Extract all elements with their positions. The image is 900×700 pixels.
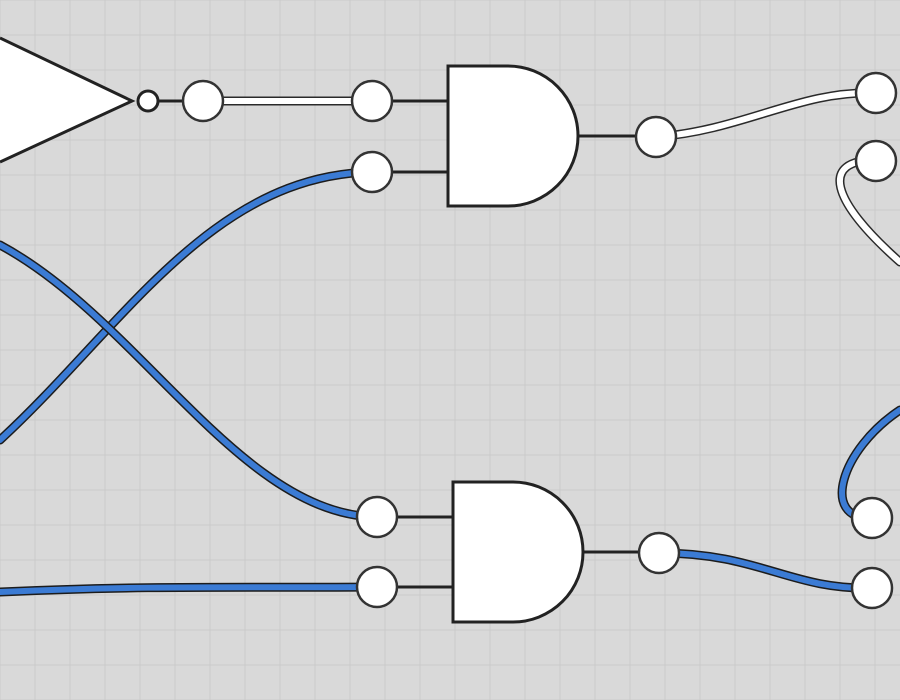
and-gate-2-input-a-pin[interactable]	[355, 495, 399, 539]
right-pin-3[interactable]	[850, 496, 894, 540]
and-gate-2-input-b-pin[interactable]	[355, 565, 399, 609]
and-gate-1-input-b-pin[interactable]	[350, 150, 394, 194]
not-gate[interactable]	[0, 36, 225, 164]
and-gate-2[interactable]	[355, 480, 681, 624]
not-gate-body	[0, 36, 136, 164]
right-edge-pins	[850, 71, 898, 610]
right-pin-4[interactable]	[850, 566, 894, 610]
right-pin-1[interactable]	[854, 71, 898, 115]
and-gate-1-output-pin[interactable]	[634, 115, 678, 159]
wire-and1-out[interactable]	[651, 88, 881, 142]
and-gate-1-input-a-pin[interactable]	[350, 79, 394, 123]
wire-cross-falling[interactable]	[0, 240, 382, 522]
right-pin-2[interactable]	[854, 139, 898, 183]
not-gate-output-pin[interactable]	[181, 79, 225, 123]
and-gate-2-body	[451, 480, 585, 624]
wire-cross-rising[interactable]	[0, 167, 377, 445]
and-gate-1[interactable]	[350, 64, 678, 208]
wires-layer	[0, 88, 900, 597]
and-gate-2-output-pin[interactable]	[637, 531, 681, 575]
wire-input-to-and2-b[interactable]	[0, 582, 382, 597]
wire-and2-out[interactable]	[654, 548, 877, 593]
not-gate-bubble	[136, 89, 160, 113]
and-gate-1-body	[446, 64, 580, 208]
